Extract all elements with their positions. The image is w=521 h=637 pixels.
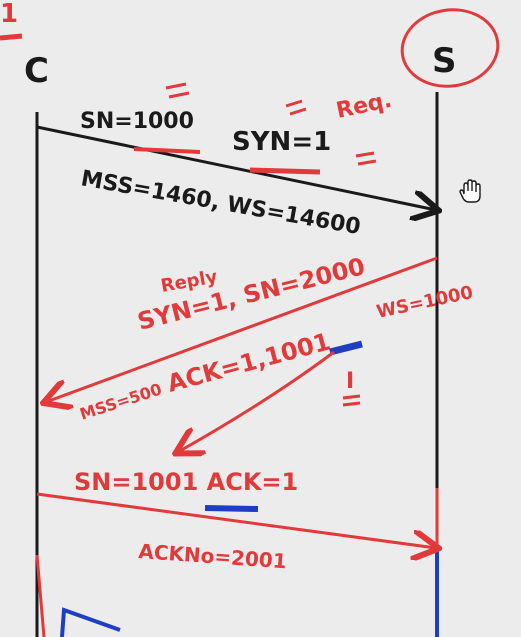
syn-flag-label: SYN=1 xyxy=(232,127,331,157)
ack-pointer-arrow xyxy=(178,350,335,452)
ack-number-label: ACKNo=2001 xyxy=(138,539,288,573)
syn-options-label: MSS=1460, WS=14600 xyxy=(79,166,362,240)
ack-arrow xyxy=(36,492,436,548)
server-label: S xyxy=(432,41,457,81)
syn-ack-arrow xyxy=(46,256,438,402)
marker-equals-mark xyxy=(342,394,361,407)
top-left-mark: 1 xyxy=(0,0,18,29)
ack-number-highlight xyxy=(329,340,363,356)
bottom-blue-mark xyxy=(60,607,121,637)
syn-underline xyxy=(249,167,321,175)
syn-arrow xyxy=(36,125,436,210)
syn-ack-ack: ACK=1,1001 xyxy=(164,327,333,397)
client-label: C xyxy=(24,51,49,91)
top-left-stroke xyxy=(0,33,23,41)
ack-segment-label: SN=1001 ACK=1 xyxy=(74,468,298,496)
sn-equals-mark xyxy=(165,82,190,99)
syn-equals-mark xyxy=(285,99,307,116)
request-equals-mark xyxy=(355,151,377,166)
hand-cursor-icon xyxy=(459,179,481,203)
ack-underline xyxy=(204,505,259,512)
syn-sn-label: SN=1000 xyxy=(80,109,194,134)
sn-underline xyxy=(133,147,201,154)
server-circle xyxy=(400,8,500,88)
syn-ack-marker: I xyxy=(346,369,354,394)
syn-ack-ws: WS=1000 xyxy=(375,282,475,323)
client-timeline-red xyxy=(35,554,46,637)
request-note: Req. xyxy=(334,88,394,124)
